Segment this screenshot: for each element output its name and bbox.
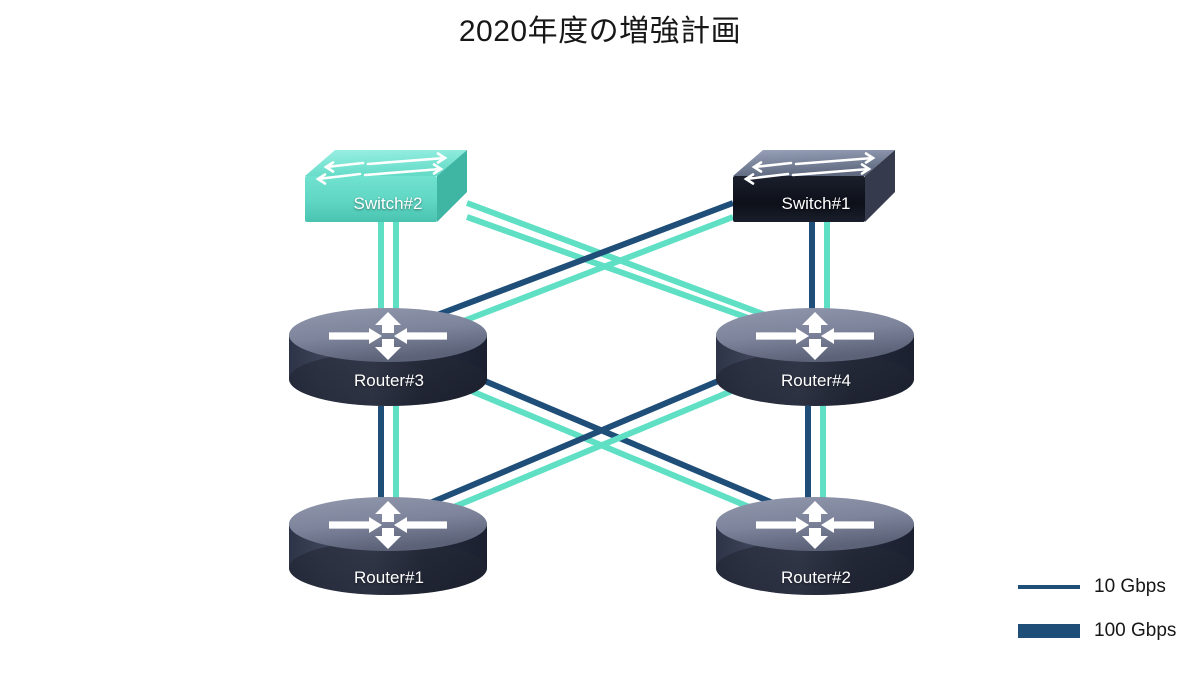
link-switch1-router3 (435, 200, 735, 318)
router-arrows-icon (756, 312, 874, 360)
nodes-layer (289, 150, 914, 595)
node-router2[interactable] (716, 497, 914, 595)
node-router1[interactable] (289, 497, 487, 595)
switch-arrows-icon (315, 152, 448, 185)
node-router4[interactable] (716, 308, 914, 406)
legend-swatch-100gbps (1018, 624, 1080, 638)
node-switch1[interactable] (733, 150, 895, 222)
node-switch2[interactable] (305, 150, 467, 222)
link-switch1-router3 (446, 214, 735, 330)
router-arrows-icon (329, 312, 447, 360)
node-router3[interactable] (289, 308, 487, 406)
link-router4-router1 (435, 387, 736, 517)
link-router3-router2 (471, 373, 782, 509)
router-arrows-icon (756, 501, 874, 549)
legend-item-10gbps: 10 Gbps (1018, 576, 1166, 598)
switch-arrows-icon (743, 152, 876, 185)
link-router3-router2 (467, 387, 768, 517)
legend-label-100gbps: 100 Gbps (1094, 620, 1177, 641)
router-arrows-icon (329, 501, 447, 549)
legend-label-10gbps: 10 Gbps (1094, 576, 1166, 597)
legend-swatch-10gbps (1018, 585, 1080, 589)
legend-item-100gbps: 100 Gbps (1018, 620, 1176, 642)
page-title: 2020年度の増強計画 (458, 15, 742, 48)
links-layer (378, 200, 830, 517)
link-router4-router1 (421, 373, 732, 509)
link-switch2-router4 (465, 214, 781, 332)
